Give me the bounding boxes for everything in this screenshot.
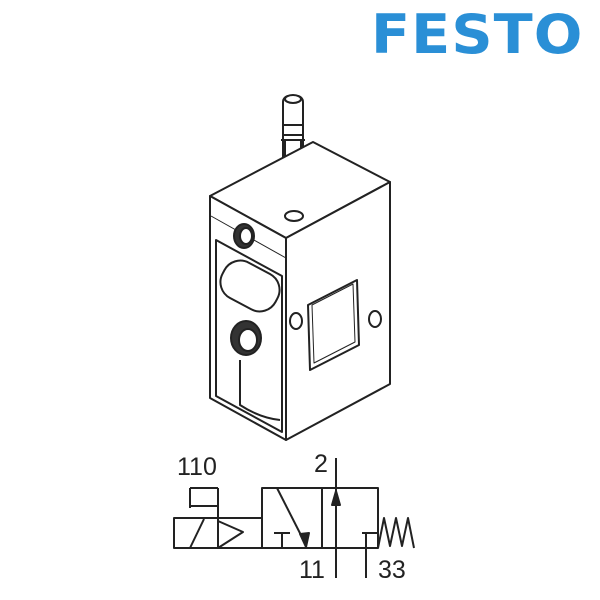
port-label-110: 110	[177, 453, 217, 481]
port-label-2: 2	[314, 450, 328, 478]
valve-body	[209, 141, 391, 441]
port-label-11: 11	[299, 556, 325, 584]
festo-logo: FESTO	[371, 3, 584, 66]
port-label-33: 33	[378, 556, 406, 584]
pneumatic-symbol	[173, 458, 415, 578]
